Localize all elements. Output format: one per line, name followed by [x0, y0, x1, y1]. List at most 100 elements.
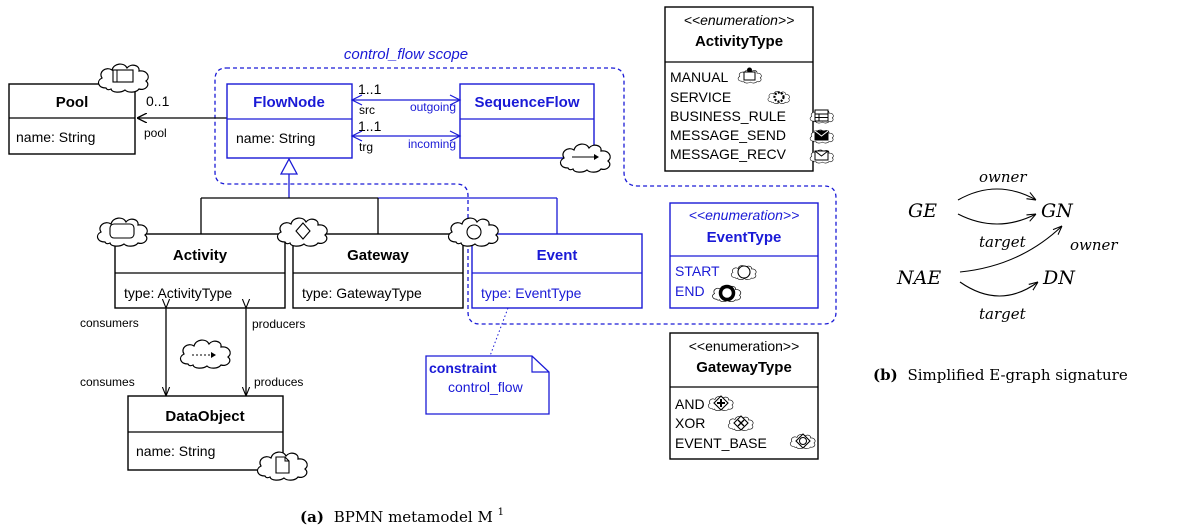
gateway-class: Gateway type: GatewayType: [292, 233, 464, 309]
edge-nae-owner-gn: [959, 226, 1062, 273]
src-multiplicity: 1..1: [358, 81, 382, 97]
activity-cloud-icon: [96, 217, 148, 247]
activity-class: Activity type: ActivityType: [114, 233, 286, 309]
eventtype-enum: <<enumeration>> EventType START END: [669, 202, 819, 309]
eventtype-literal-end: END: [675, 283, 705, 299]
egraph-signature: GE GN NAE DN owner target owner target: [896, 168, 1118, 323]
eventtype-name: EventType: [707, 229, 782, 246]
activity-class-name: Activity: [173, 247, 228, 264]
end-event-icon: [712, 284, 742, 303]
gatewaytype-literal-xor: XOR: [675, 415, 705, 431]
consumers-role: consumers: [80, 316, 139, 330]
activitytype-literal-service: SERVICE: [670, 89, 731, 105]
constraint-note: constraint control_flow: [425, 355, 550, 415]
produces-role: produces: [254, 375, 303, 389]
activitytype-name: ActivityType: [695, 33, 783, 50]
pool-multiplicity: 0..1: [146, 93, 170, 109]
caption-b-text: Simplified E-graph signature: [907, 366, 1127, 384]
scope-label: control_flow scope: [344, 46, 468, 63]
message-send-icon: [809, 129, 834, 144]
activitytype-literal-business-rule: BUSINESS_RULE: [670, 108, 786, 124]
edge-nae-target-dn: [959, 282, 1038, 297]
svg-text:(b) Simplified E-graph s: (b) Simplified E-graph signature: [873, 366, 1128, 384]
activitytype-enum: <<enumeration>> ActivityType MANUAL SERV…: [664, 6, 814, 172]
flownode-class-name: FlowNode: [253, 94, 325, 111]
node-dn: DN: [1042, 267, 1076, 289]
business-rule-icon: [809, 109, 834, 124]
gateway-cloud-icon: [276, 217, 328, 247]
inheritance-tree: [200, 157, 558, 234]
activitytype-literal-message-recv: MESSAGE_RECV: [670, 146, 787, 162]
incoming-role: incoming: [408, 137, 456, 151]
edge-label-owner-1: owner: [979, 168, 1027, 186]
pool-class: Pool name: String: [8, 83, 136, 155]
edge-label-target-2: target: [979, 305, 1027, 323]
node-ge: GE: [908, 200, 937, 222]
dataobject-cloud-icon: [256, 451, 308, 481]
edge-ge-owner-gn: [957, 188, 1036, 200]
trg-role: trg: [359, 140, 373, 154]
manual-task-icon: [737, 67, 762, 84]
edge-label-target-1: target: [979, 233, 1027, 251]
caption-a-sup: 1: [498, 507, 504, 518]
outgoing-association: [350, 94, 462, 106]
gatewaytype-enum: <<enumeration>> GatewayType AND XOR EVEN…: [669, 332, 819, 460]
activitytype-literal-manual: MANUAL: [670, 69, 729, 85]
pool-role: pool: [144, 126, 167, 140]
edge-ge-target-gn: [957, 214, 1036, 225]
dataflow-cloud-icon: [179, 339, 231, 369]
constraint-name: control_flow: [448, 379, 524, 395]
gatewaytype-stereotype: <<enumeration>>: [689, 338, 800, 354]
gatewaytype-name: GatewayType: [696, 359, 792, 376]
control-flow-scope-boundary: [214, 67, 837, 325]
sequenceflow-cloud-icon: [559, 143, 611, 173]
flownode-class: FlowNode name: String: [226, 83, 353, 159]
gatewaytype-literal-and: AND: [675, 396, 705, 412]
caption-b-label: (b): [873, 366, 898, 384]
activitytype-stereotype: <<enumeration>>: [684, 12, 795, 28]
constraint-anchor: [489, 307, 509, 357]
gatewaytype-literal-event-base: EVENT_BASE: [675, 435, 767, 451]
flownode-class-attr: name: String: [236, 130, 315, 146]
src-role: src: [359, 103, 375, 117]
activitytype-literal-message-send: MESSAGE_SEND: [670, 127, 786, 143]
caption-b: (b) Simplified E-graph signature: [873, 366, 1128, 384]
sequenceflow-class: SequenceFlow: [459, 83, 595, 159]
outgoing-role: outgoing: [410, 100, 456, 114]
gateway-class-name: Gateway: [347, 247, 409, 264]
event-cloud-icon: [447, 217, 499, 247]
eventtype-literal-start: START: [675, 263, 720, 279]
message-recv-icon: [809, 149, 834, 164]
event-class-attr: type: EventType: [481, 285, 582, 301]
event-class-name: Event: [537, 247, 578, 264]
producers-role: producers: [252, 317, 305, 331]
trg-multiplicity: 1..1: [358, 118, 382, 134]
svg-text:(a) BPMN metamodel M: (a) BPMN metamodel M 1: [300, 507, 504, 526]
constraint-keyword: constraint: [429, 360, 497, 376]
pool-cloud-icon: [97, 63, 149, 93]
caption-a: (a) BPMN metamodel M 1: [300, 507, 504, 526]
sequenceflow-class-name: SequenceFlow: [474, 94, 579, 111]
consumes-role: consumes: [80, 375, 135, 389]
event-class: Event type: EventType: [471, 233, 643, 309]
gateway-class-attr: type: GatewayType: [302, 285, 422, 301]
service-task-icon: [767, 91, 790, 104]
edge-label-owner-2: owner: [1070, 236, 1118, 254]
and-gateway-icon: [707, 395, 734, 412]
node-gn: GN: [1041, 200, 1074, 222]
dataobject-class: DataObject name: String: [127, 395, 284, 471]
dataobject-class-name: DataObject: [165, 408, 244, 425]
caption-a-label: (a): [300, 508, 324, 526]
event-based-gateway-icon: [789, 433, 816, 450]
dataobject-class-attr: name: String: [136, 443, 215, 459]
pool-class-name: Pool: [56, 94, 89, 111]
start-event-icon: [730, 265, 757, 281]
activity-class-attr: type: ActivityType: [124, 285, 232, 301]
caption-a-text: BPMN metamodel M: [334, 508, 493, 526]
pool-class-attr: name: String: [16, 129, 95, 145]
node-nae: NAE: [896, 267, 941, 289]
xor-gateway-icon: [727, 415, 754, 432]
eventtype-stereotype: <<enumeration>>: [689, 207, 800, 223]
incoming-association: [350, 130, 462, 142]
